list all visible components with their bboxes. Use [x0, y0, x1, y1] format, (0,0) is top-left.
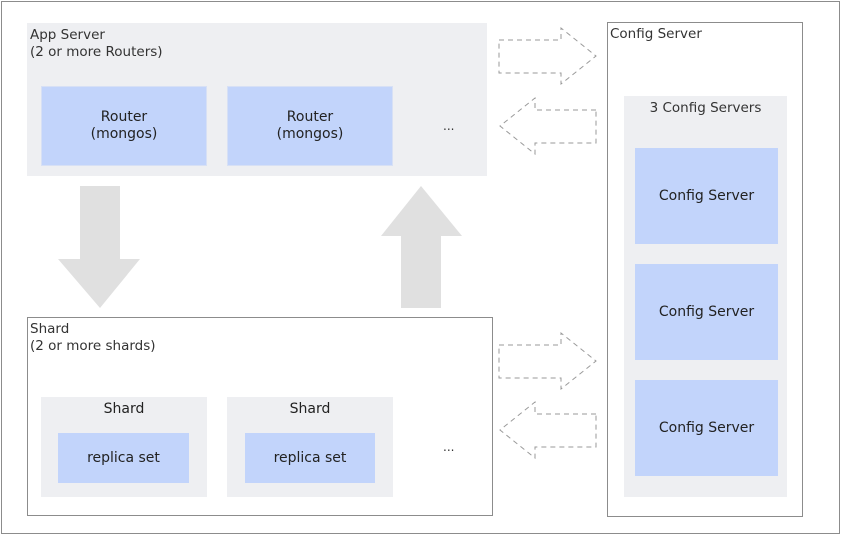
router-1-line2: (mongos): [90, 126, 158, 142]
replica-set-1-label: replica set: [87, 449, 160, 466]
config-server-1-label: Config Server: [658, 187, 755, 204]
dashed-left-arrow-icon: [499, 400, 597, 460]
replica-set-box-2: replica set: [245, 433, 375, 483]
dashed-right-arrow-icon: [498, 26, 597, 86]
dashed-left-arrow-icon: [499, 96, 597, 156]
config-server-title: Config Server: [610, 26, 702, 42]
config-server-3-label: Config Server: [658, 419, 755, 436]
router-ellipsis: ...: [443, 119, 455, 133]
config-server-2-label: Config Server: [658, 303, 755, 320]
config-server-box-3: Config Server: [635, 380, 778, 476]
router-box-1: Router (mongos): [41, 86, 207, 166]
router-box-2: Router (mongos): [227, 86, 393, 166]
dashed-right-arrow-icon: [498, 331, 597, 391]
up-arrow-icon: [381, 186, 462, 308]
config-servers-group-title: 3 Config Servers: [649, 100, 762, 116]
router-2-line2: (mongos): [276, 126, 344, 142]
app-server-subtitle: (2 or more Routers): [30, 44, 163, 60]
shard-group-subtitle: (2 or more shards): [30, 338, 156, 354]
shard-ellipsis: ...: [443, 440, 455, 454]
shard-group-title: Shard: [30, 321, 70, 337]
app-server-title: App Server: [30, 27, 105, 43]
replica-set-2-label: replica set: [273, 449, 347, 466]
shard-1-title: Shard: [103, 401, 145, 417]
shard-2-title: Shard: [289, 401, 331, 417]
replica-set-box-1: replica set: [58, 433, 189, 483]
down-arrow-icon: [58, 186, 140, 308]
config-server-box-1: Config Server: [635, 148, 778, 244]
config-server-box-2: Config Server: [635, 264, 778, 360]
router-2-line1: Router: [286, 109, 334, 125]
router-1-line1: Router: [100, 109, 148, 125]
